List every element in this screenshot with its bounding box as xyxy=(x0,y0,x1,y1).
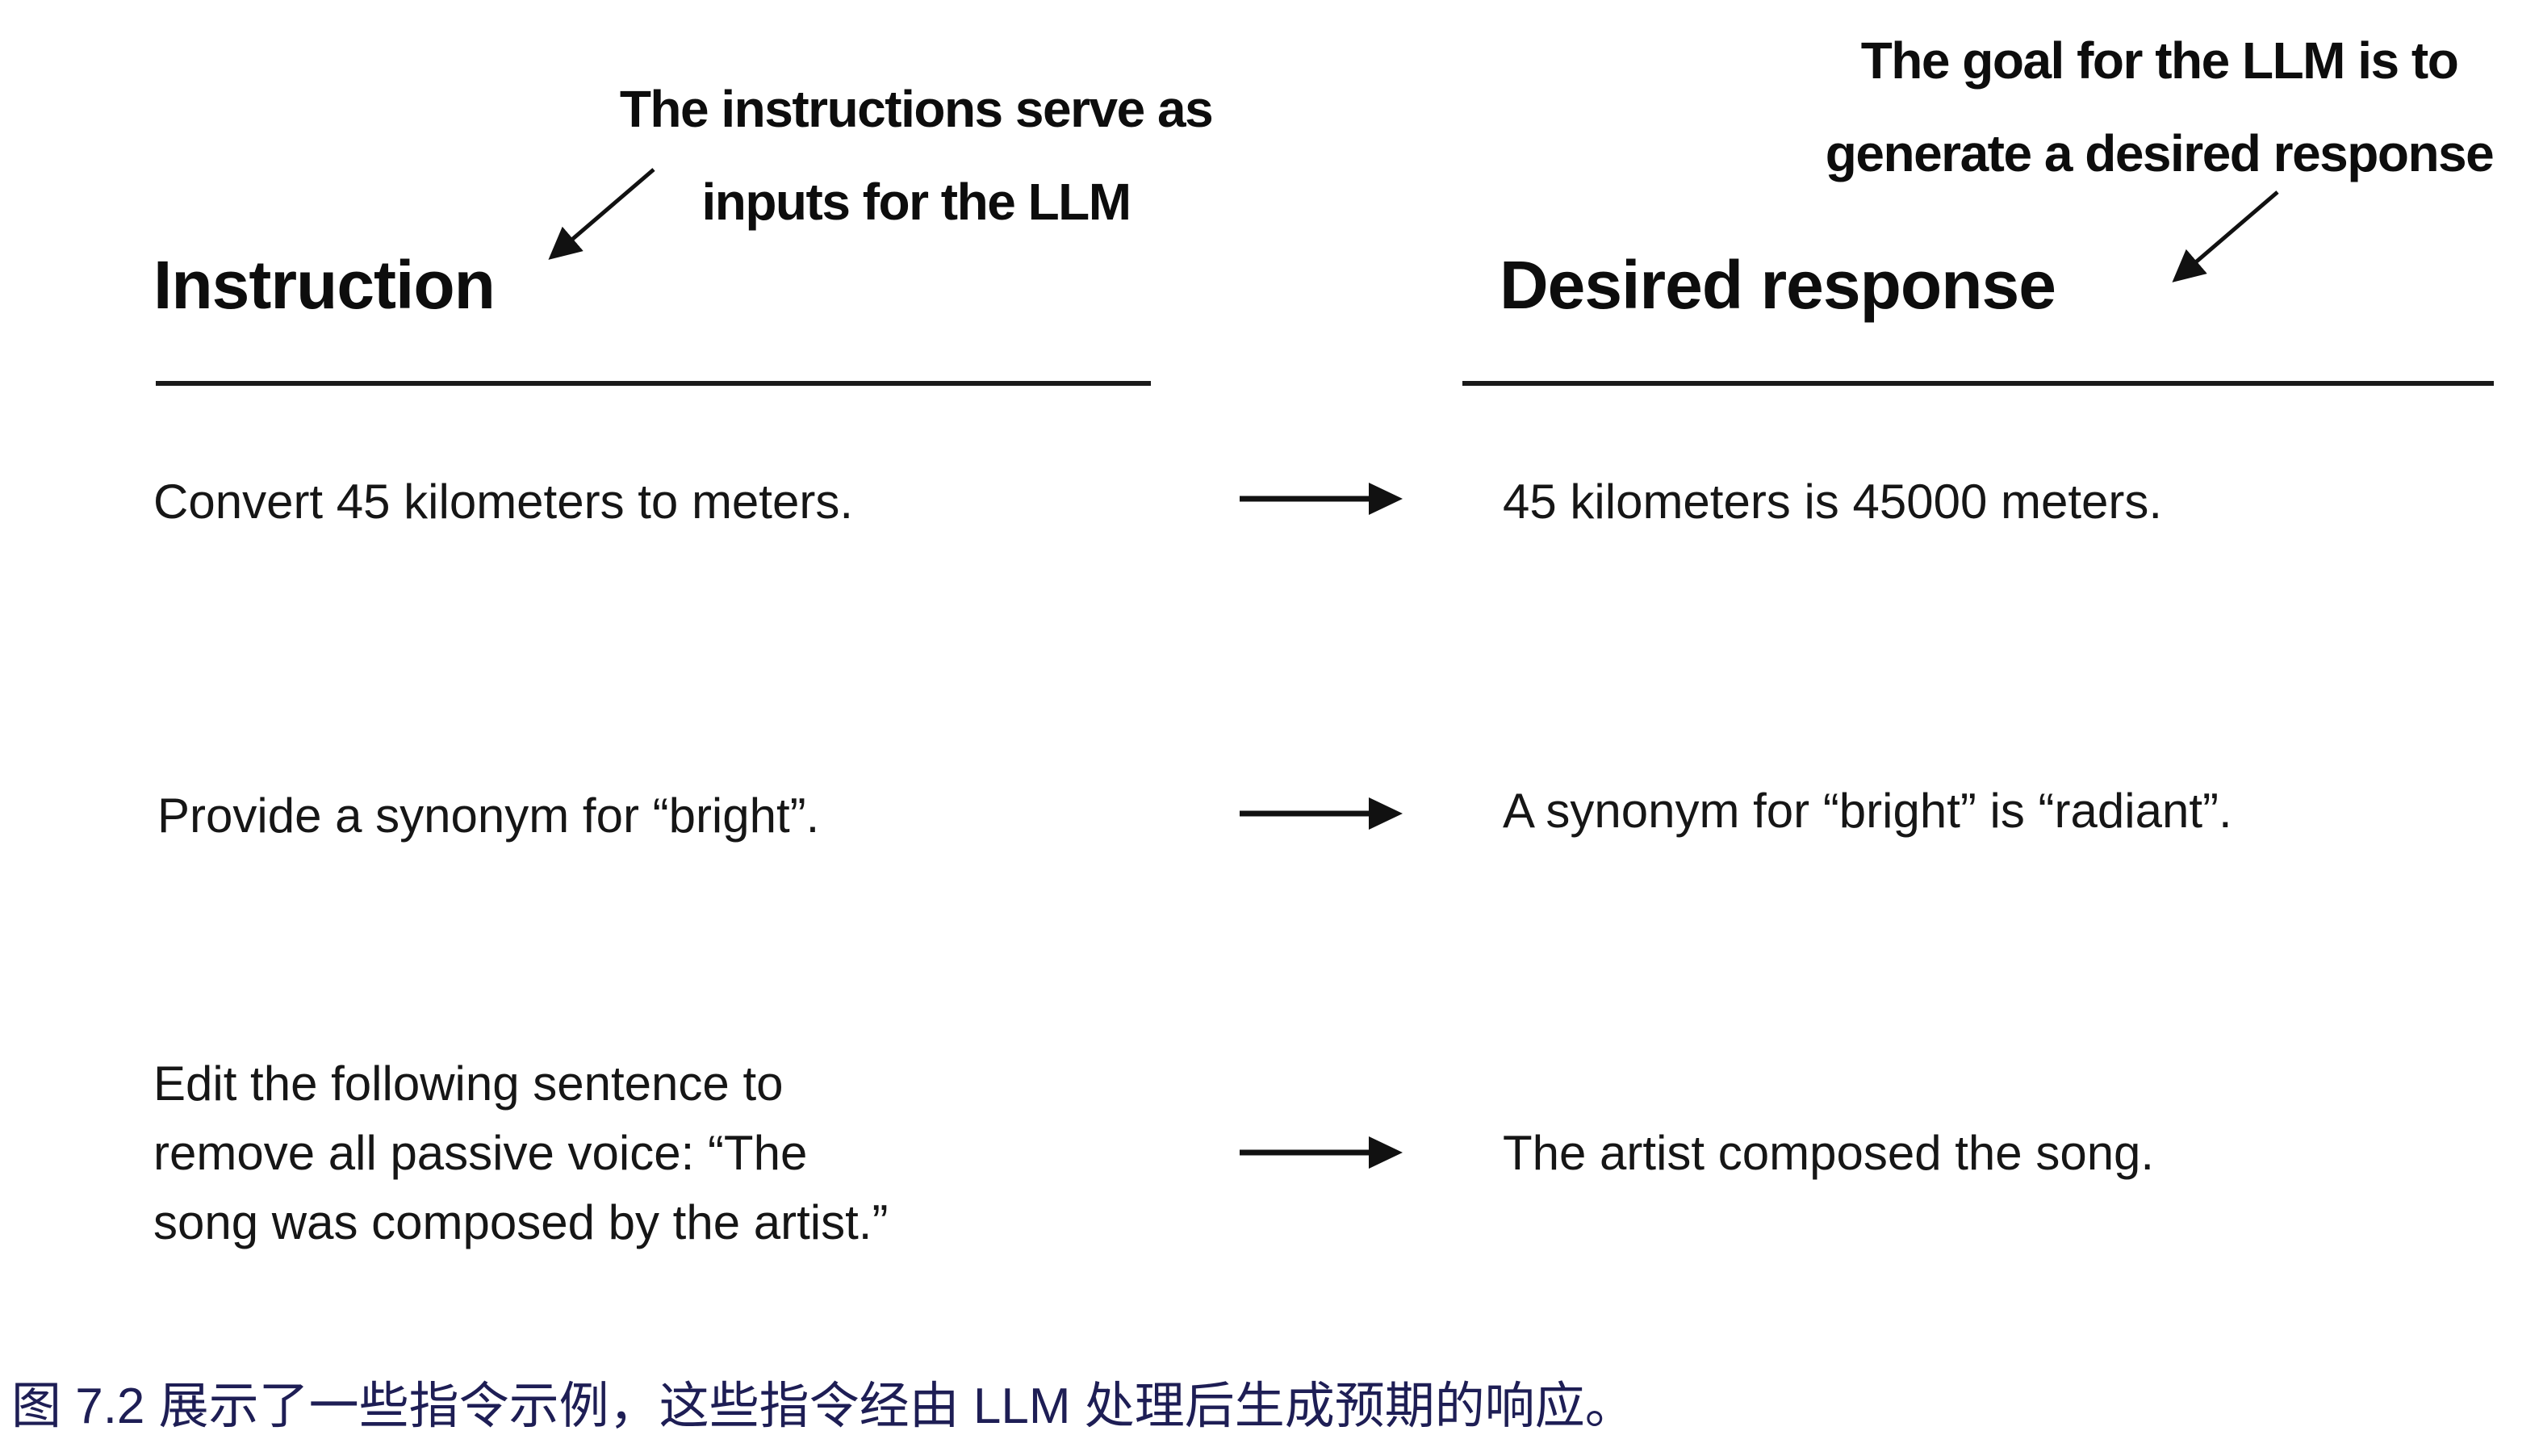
column-header-desired-response: Desired response xyxy=(1500,247,2056,323)
row-arrow-icon xyxy=(1240,797,1403,830)
figure-caption: 图 7.2 展示了一些指令示例，这些指令经由 LLM 处理后生成预期的响应。 xyxy=(11,1379,1635,1434)
column-header-instruction: Instruction xyxy=(153,247,496,323)
response-cell: The artist composed the song. xyxy=(1503,1126,2155,1180)
annotation-line: generate a desired response xyxy=(1825,124,2495,182)
response-cell: 45 kilometers is 45000 meters. xyxy=(1503,475,2163,529)
instruction-cell: Convert 45 kilometers to meters. xyxy=(153,475,853,529)
row-arrow-icon xyxy=(1240,483,1403,515)
annotation-line: inputs for the LLM xyxy=(701,173,1131,231)
annotation-line: The instructions serve as xyxy=(619,80,1214,138)
annotation-goal-note: The goal for the LLM is to generate a de… xyxy=(1780,15,2539,200)
annotation-arrow-right-icon xyxy=(2172,190,2279,282)
row-arrow-icon xyxy=(1240,1136,1403,1169)
instruction-cell: Edit the following sentence to remove al… xyxy=(153,1056,889,1249)
annotation-instructions-note: The instructions serve as inputs for the… xyxy=(533,63,1299,249)
instruction-cell: Provide a synonym for “bright”. xyxy=(157,789,820,843)
response-cell: A synonym for “bright” is “radiant”. xyxy=(1503,784,2232,838)
response-header-rule xyxy=(1462,381,2494,386)
annotation-line: The goal for the LLM is to xyxy=(1860,31,2459,90)
instruction-header-rule xyxy=(156,381,1151,386)
annotation-arrow-left-icon xyxy=(548,168,655,260)
